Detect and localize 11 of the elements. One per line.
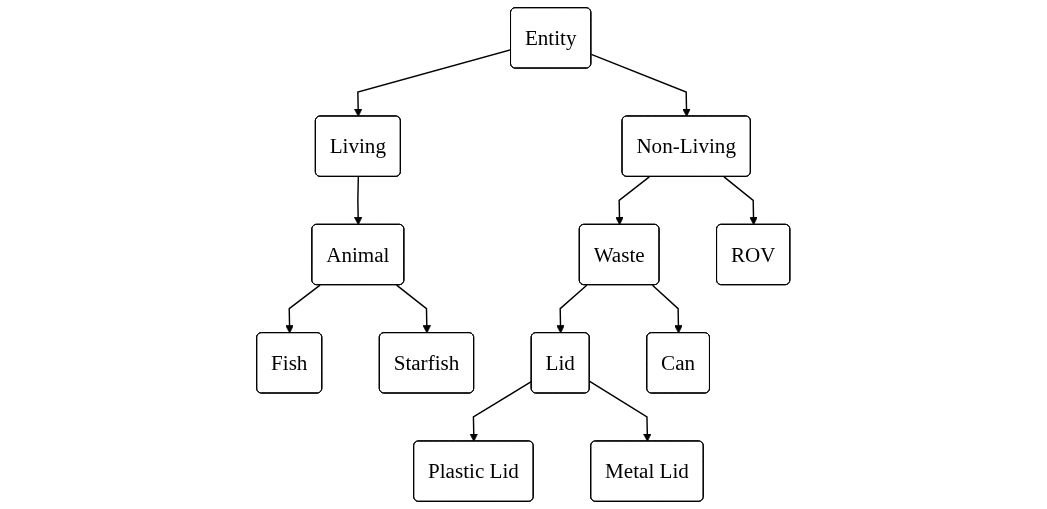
arrow bbox=[354, 48, 512, 117]
arrow bbox=[469, 380, 533, 442]
arrow bbox=[354, 176, 363, 226]
arrow bbox=[652, 284, 683, 334]
arrow bbox=[590, 53, 691, 117]
arrow bbox=[589, 380, 652, 442]
arrow bbox=[285, 284, 322, 334]
arrow bbox=[396, 284, 432, 334]
arrow bbox=[556, 284, 588, 334]
arrow bbox=[723, 176, 758, 226]
arrow bbox=[615, 176, 651, 226]
